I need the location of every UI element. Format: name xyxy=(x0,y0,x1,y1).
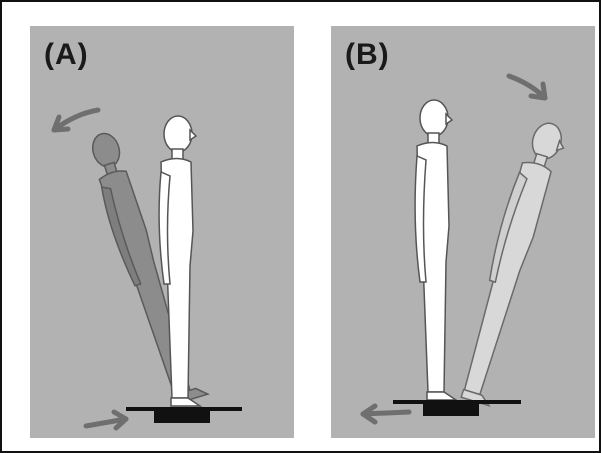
panel-a-scene xyxy=(30,26,294,438)
panel-b: (B) xyxy=(331,26,595,438)
platform-arrow-backward-b xyxy=(363,406,409,422)
platform-b xyxy=(423,404,479,416)
leaning-body-figure-b xyxy=(450,118,573,405)
support-surface-a xyxy=(126,407,242,411)
upright-body-figure-b xyxy=(415,100,456,400)
upper-arrow-backward-a xyxy=(54,110,98,130)
panel-a: (A) xyxy=(30,26,294,438)
panel-b-scene xyxy=(331,26,595,438)
upper-arrow-forward-b xyxy=(509,76,545,98)
platform-arrow-forward-a xyxy=(86,412,126,428)
platform-a xyxy=(154,411,210,423)
support-surface-b xyxy=(393,400,521,404)
